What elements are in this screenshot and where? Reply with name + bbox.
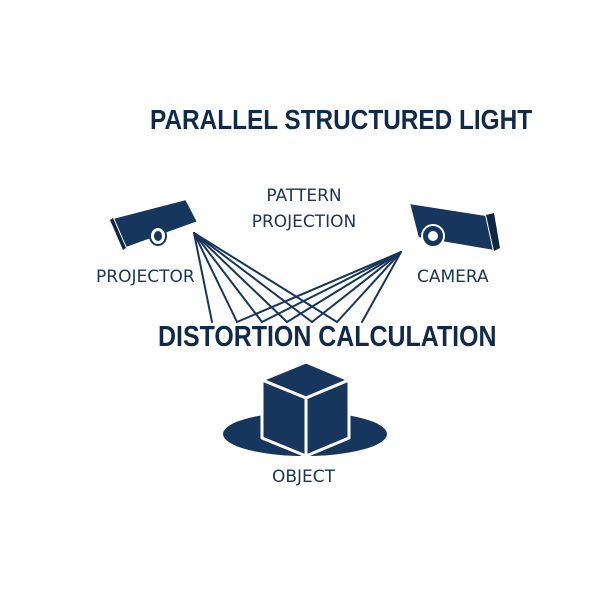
- camera-ray: [311, 251, 402, 323]
- camera-ray: [261, 251, 402, 323]
- projector-ray: [193, 232, 338, 323]
- distortion-calculation-label: DISTORTION CALCULATION: [158, 321, 497, 353]
- projector-ray: [193, 232, 238, 323]
- pattern-label-line2: PROJECTION: [251, 212, 357, 232]
- projector-rays: [193, 232, 338, 323]
- camera-icon: [408, 202, 500, 252]
- projector-label: PROJECTOR: [96, 267, 195, 287]
- camera-rays: [236, 251, 402, 323]
- projector-ray: [193, 232, 213, 323]
- projector-ray: [193, 232, 288, 323]
- projector-icon: [110, 198, 199, 250]
- pattern-label-line1: PATTERN: [266, 186, 342, 206]
- object-box-icon: [223, 360, 387, 458]
- object-label: OBJECT: [272, 467, 336, 487]
- camera-label: CAMERA: [417, 267, 489, 287]
- camera-ray: [361, 251, 402, 323]
- camera-ray: [286, 251, 402, 323]
- projector-ray: [193, 232, 263, 323]
- pattern-projection-label: PATTERN PROJECTION: [246, 183, 362, 235]
- camera-ray: [236, 251, 402, 323]
- camera-ray: [336, 251, 402, 323]
- diagram-title: PARALLEL STRUCTURED LIGHT: [150, 104, 533, 135]
